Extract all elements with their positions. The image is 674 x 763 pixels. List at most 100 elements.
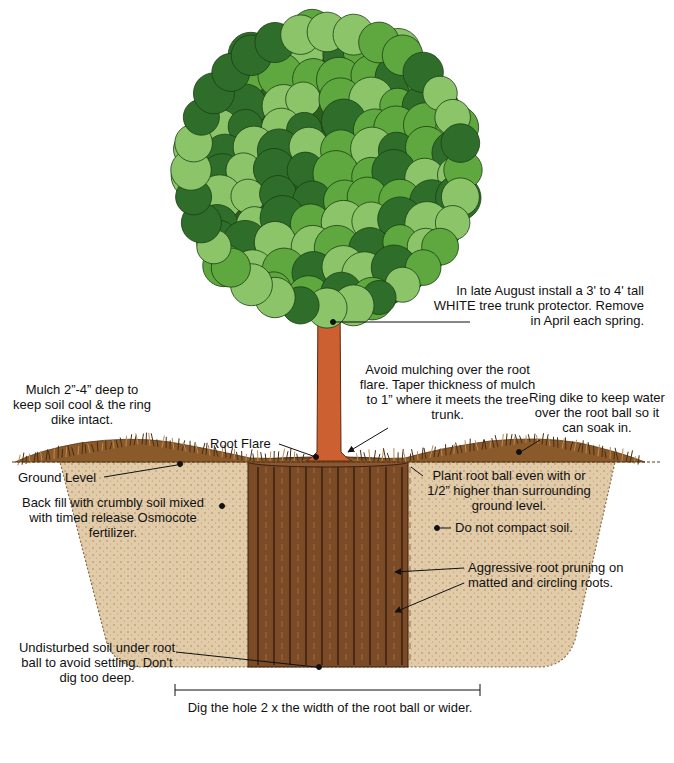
mulch-chip xyxy=(502,434,503,446)
mulch-chip xyxy=(257,450,258,461)
annotation-label: Ring dike to keep water over the root ba… xyxy=(527,390,667,435)
mulch-chip xyxy=(528,434,530,442)
leader-dot xyxy=(517,450,522,455)
mulch-chip xyxy=(136,433,138,444)
mulch-chip xyxy=(246,454,247,461)
mulch-chip xyxy=(615,448,618,461)
leader-dot xyxy=(435,526,440,531)
mulch-chip xyxy=(441,448,443,456)
annotation-label: Dig the hole 2 x the width of the root b… xyxy=(140,700,520,715)
mulch-chip xyxy=(194,442,195,453)
mulch-chip xyxy=(490,441,492,448)
mulch-chip xyxy=(542,433,544,444)
mulch-chip xyxy=(236,452,238,460)
annotation-label: In late August install a 3' to 4' tall W… xyxy=(430,283,644,328)
mulch-chip xyxy=(270,451,272,461)
mulch-chip xyxy=(557,437,559,448)
mulch-chip xyxy=(403,450,406,462)
root-line xyxy=(401,467,403,665)
mulch-chip xyxy=(190,441,191,452)
mulch-chip xyxy=(383,448,386,461)
mulch-chip xyxy=(634,456,636,463)
root-line xyxy=(369,467,371,665)
mulch-chip xyxy=(506,434,507,446)
mulch-chip xyxy=(614,452,615,459)
root-line xyxy=(289,467,291,665)
annotation-label: Back fill with crumbly soil mixed with t… xyxy=(10,495,216,540)
root-line xyxy=(330,467,331,665)
mulch-chip xyxy=(149,433,150,446)
leader-dot xyxy=(314,455,319,460)
mulch-chip xyxy=(130,434,132,446)
dimension-tick xyxy=(480,684,481,696)
root-line xyxy=(410,467,411,665)
mulch-chip xyxy=(364,452,366,461)
mulch-chip xyxy=(151,433,154,446)
mulch-chip xyxy=(578,444,581,452)
mulch-chip xyxy=(97,442,99,452)
mulch-chip xyxy=(110,442,112,450)
leader-line xyxy=(522,440,540,451)
mulch-chip xyxy=(166,437,167,448)
canopy-body xyxy=(179,20,475,320)
mulch-chip xyxy=(265,454,267,461)
mulch-chip xyxy=(514,436,515,445)
leader-dot xyxy=(178,462,183,467)
mulch-chip xyxy=(638,455,639,464)
root-line xyxy=(362,467,363,665)
mulch-chip xyxy=(40,451,42,461)
mulch-chip xyxy=(113,440,114,449)
mulch-chip xyxy=(475,440,478,450)
mulch-chip xyxy=(570,441,573,450)
mulch-chip xyxy=(454,444,455,454)
mulch-chip xyxy=(68,446,70,456)
mulch-chip xyxy=(450,445,453,455)
annotation-label: Plant root ball even with or 1/2” higher… xyxy=(425,468,593,513)
mulch-chip xyxy=(34,452,36,462)
mulch-chip xyxy=(546,434,548,445)
mulch-chip xyxy=(582,440,583,453)
leader-line xyxy=(104,465,177,477)
leader-dot xyxy=(220,504,225,509)
mulch-chip xyxy=(360,450,362,461)
mulch-chip xyxy=(534,434,536,443)
mulch-chip xyxy=(593,445,594,455)
mulch-chip xyxy=(82,442,84,454)
mulch-chip xyxy=(18,455,20,466)
annotation-label: Root Flare xyxy=(210,436,280,451)
root-ball-stripes xyxy=(258,467,410,665)
leader-line xyxy=(336,322,470,323)
mulch-chip xyxy=(126,436,127,447)
mulch-chip xyxy=(387,453,390,461)
mulch-chip xyxy=(445,444,446,455)
mulch-chip xyxy=(85,444,87,453)
mulch-chip xyxy=(393,448,394,461)
root-line xyxy=(385,467,387,665)
mulch-chip xyxy=(586,443,588,453)
mulch-chip xyxy=(250,449,252,461)
leaf-cluster xyxy=(441,124,480,163)
mulch-chip xyxy=(202,443,205,454)
mulch-chip xyxy=(183,443,186,452)
mulch-chip xyxy=(602,446,604,457)
mulch-chip xyxy=(134,435,136,445)
root-line xyxy=(314,467,315,665)
root-line xyxy=(378,467,379,665)
mulch-chip xyxy=(88,443,90,452)
mulch-chip xyxy=(116,440,118,448)
mulch-chip xyxy=(515,434,518,444)
mulch-chip xyxy=(520,436,522,444)
dimension-tick xyxy=(175,684,176,696)
leader-line xyxy=(176,652,316,667)
root-line xyxy=(298,467,299,665)
leader-line xyxy=(411,467,423,476)
mulch-chip xyxy=(46,449,48,460)
mulch-chip xyxy=(526,435,527,442)
mulch-chip xyxy=(482,439,484,449)
mulch-chip xyxy=(492,438,494,448)
mulch-chip xyxy=(241,451,242,461)
mulch-chip xyxy=(22,453,24,465)
root-line xyxy=(346,467,347,665)
mulch-chip xyxy=(422,448,423,460)
mulch-chip xyxy=(565,437,567,449)
